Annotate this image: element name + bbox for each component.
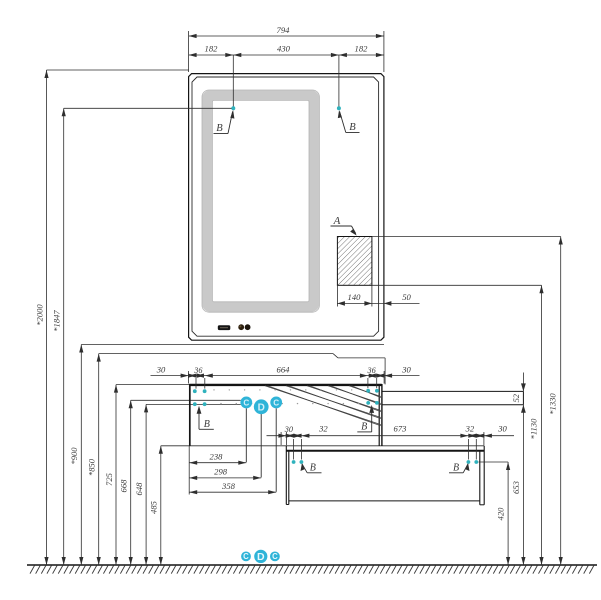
svg-text:*850: *850 — [87, 458, 97, 476]
svg-text:32: 32 — [318, 424, 328, 434]
svg-text:725: 725 — [104, 472, 114, 486]
svg-text:50: 50 — [402, 292, 411, 302]
svg-text:B: B — [216, 123, 223, 134]
svg-text:485: 485 — [149, 500, 159, 514]
svg-text:36: 36 — [367, 366, 377, 375]
svg-text:30: 30 — [284, 425, 293, 434]
svg-text:*1847: *1847 — [52, 310, 62, 332]
svg-text:182: 182 — [355, 44, 369, 54]
svg-text:30: 30 — [497, 424, 507, 434]
svg-text:238: 238 — [210, 451, 224, 461]
svg-text:32: 32 — [465, 424, 475, 434]
svg-text:B: B — [361, 422, 367, 433]
svg-text:B: B — [204, 419, 210, 430]
svg-text:B: B — [453, 463, 459, 474]
svg-text:C: C — [243, 552, 249, 561]
svg-text:298: 298 — [214, 467, 228, 477]
svg-text:C: C — [272, 552, 278, 561]
svg-text:358: 358 — [221, 481, 236, 491]
svg-text:C: C — [243, 398, 249, 407]
svg-text:*1330: *1330 — [547, 393, 557, 415]
svg-text:668: 668 — [119, 479, 129, 493]
svg-text:30: 30 — [401, 364, 411, 374]
svg-text:*900: *900 — [69, 447, 79, 465]
svg-text:430: 430 — [277, 44, 291, 54]
svg-text:664: 664 — [277, 364, 291, 374]
svg-text:*1130: *1130 — [528, 418, 538, 440]
svg-text:794: 794 — [277, 25, 291, 35]
svg-text:A: A — [333, 215, 341, 227]
svg-text:182: 182 — [205, 44, 219, 54]
svg-text:52: 52 — [512, 394, 521, 402]
svg-text:673: 673 — [394, 424, 407, 434]
svg-text:140: 140 — [348, 292, 362, 302]
svg-text:C: C — [273, 398, 279, 407]
svg-text:648: 648 — [134, 482, 144, 496]
svg-text:653: 653 — [511, 481, 521, 494]
svg-text:D: D — [257, 551, 265, 563]
svg-text:420: 420 — [496, 507, 506, 521]
svg-text:D: D — [258, 402, 265, 413]
svg-text:30: 30 — [156, 364, 166, 374]
svg-text:*2000: *2000 — [34, 304, 44, 326]
svg-text:36: 36 — [193, 366, 203, 375]
svg-text:B: B — [349, 122, 356, 133]
svg-text:B: B — [310, 463, 316, 474]
